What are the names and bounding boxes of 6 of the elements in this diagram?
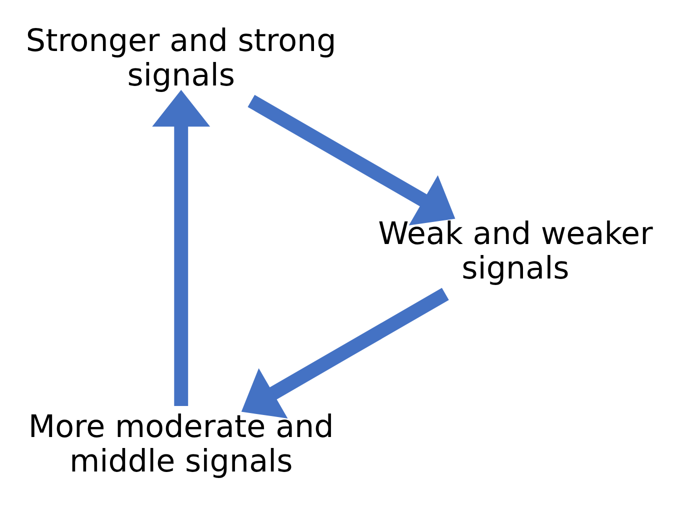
arrow (248, 94, 456, 225)
arrow (152, 89, 210, 406)
node-text: More moderate and middle signals (28, 408, 334, 479)
node-text: Weak and weaker signals (378, 216, 653, 286)
arrow (241, 287, 449, 418)
node-text: Stronger and strong signals (26, 22, 336, 93)
